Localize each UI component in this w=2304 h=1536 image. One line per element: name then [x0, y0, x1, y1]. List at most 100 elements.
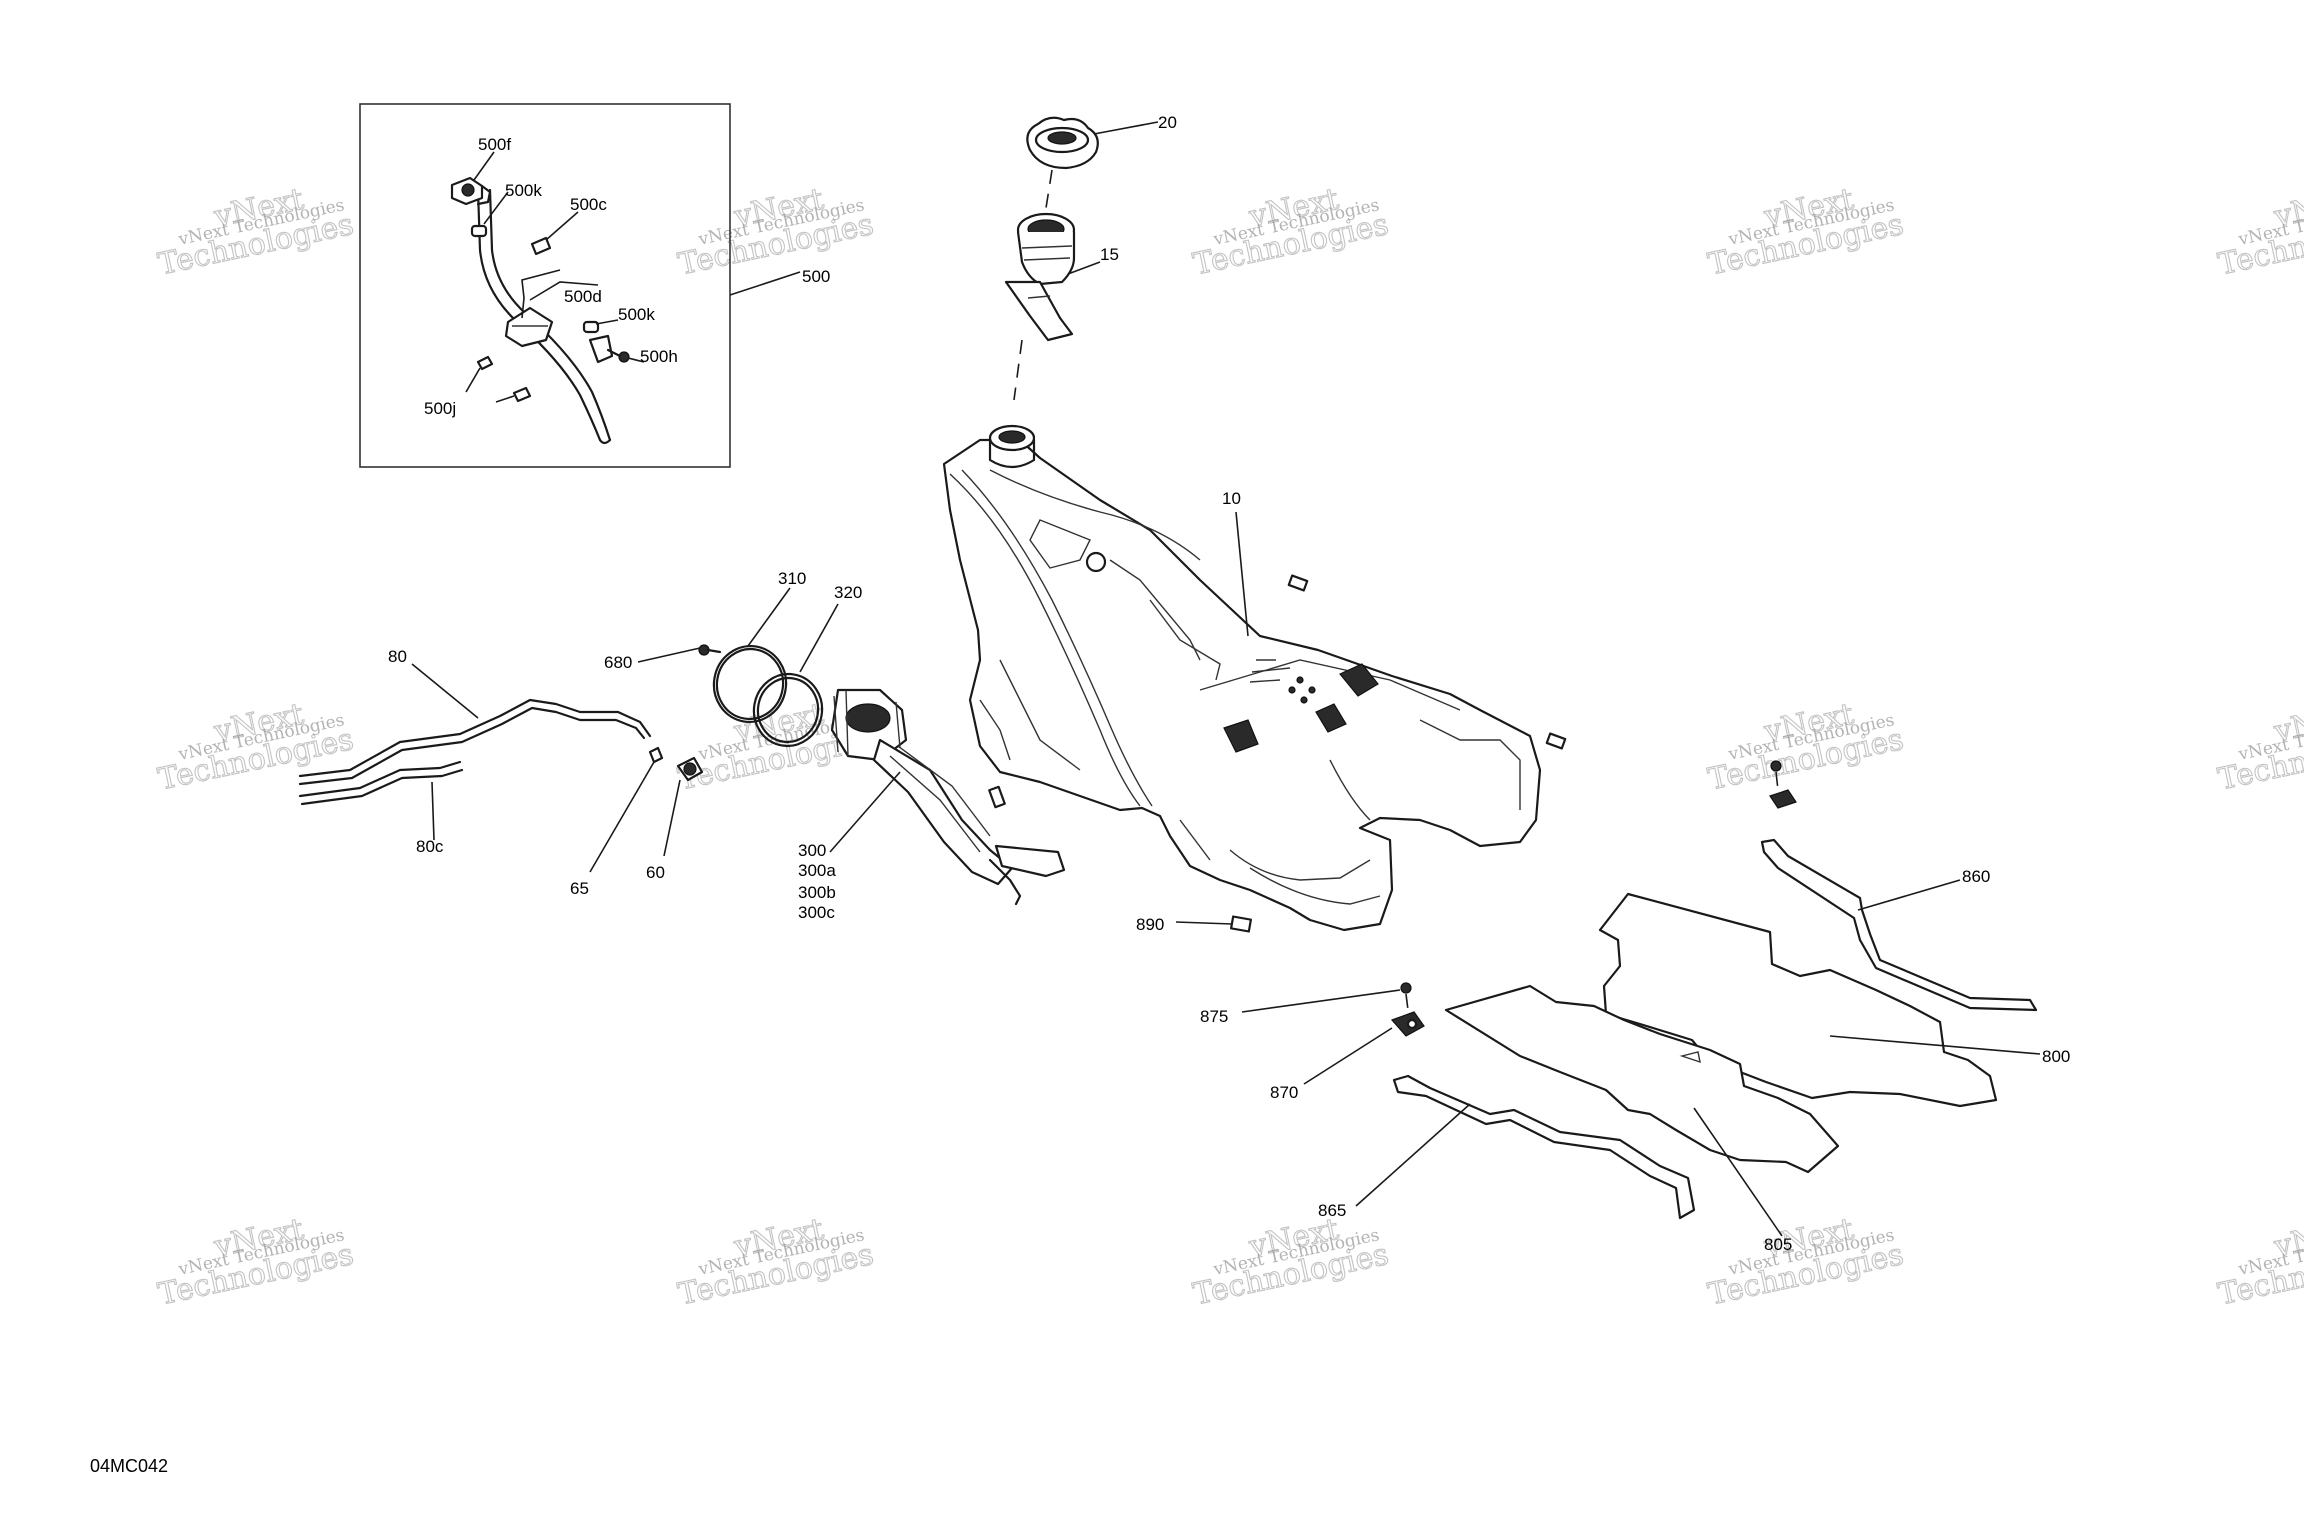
filler-neck-15: 15: [1004, 212, 1119, 342]
fuel-pump-float-arm: [988, 858, 1022, 906]
leader-10: [1235, 511, 1249, 637]
fuel-line-80c: 80c: [298, 760, 464, 856]
callout-320: 320: [834, 583, 862, 602]
clip-500j-lower: [512, 386, 532, 403]
leader-80: [411, 663, 479, 719]
callout-310: 310: [778, 569, 806, 588]
watermark: Technologies vNext vNext Technologies: [1190, 181, 1393, 283]
tank-valve: [1339, 663, 1379, 697]
tank-sender: [1223, 719, 1259, 753]
callout-865: 865: [1318, 1201, 1346, 1220]
leader-500j-a: [465, 367, 481, 393]
tank-grommet: [1085, 551, 1107, 573]
callout-500f: 500f: [478, 135, 511, 154]
callout-805: 805: [1764, 1235, 1792, 1254]
callout-500k: 500k: [618, 305, 655, 324]
strap-clip-right: [1769, 760, 1797, 809]
quick-connector-60: 60: [646, 756, 704, 882]
leader-860: [1857, 879, 1961, 911]
vent-hose-edge: [488, 188, 612, 442]
leader-800: [1829, 1035, 2041, 1055]
leader-500j-b: [495, 395, 515, 403]
callout-300: 300: [798, 841, 826, 860]
check-valve-500d: [504, 306, 554, 348]
vent-hose: [476, 188, 602, 442]
vent-hose-end: [598, 438, 612, 445]
callout-300b: 300b: [798, 883, 836, 902]
assembly-axis-20: [1045, 169, 1053, 209]
leader-500d: [521, 269, 561, 319]
heat-shield-805: 805: [1444, 984, 1840, 1254]
leader-65: [589, 761, 655, 873]
leader-890: [1175, 921, 1233, 925]
tank-valve: [1315, 703, 1347, 733]
leader-865: [1355, 1103, 1471, 1207]
callout-870: 870: [1270, 1083, 1298, 1102]
callout-500: 500: [802, 267, 830, 286]
leader-80c: [431, 781, 435, 841]
fuel-tank-10: 10: [942, 424, 1567, 932]
clamp-500k-lower: [582, 320, 600, 334]
watermark: Technologies vNext vNext Technologies: [1705, 696, 1908, 798]
clip-870: 870: [1270, 1011, 1425, 1102]
callout-500c: 500c: [570, 195, 607, 214]
watermark: Technologies vNext vNext Technologies: [675, 1211, 878, 1313]
fuel-cap-20: 20: [1026, 113, 1177, 170]
inset-hose-assembly: 500f 500k 500c 500d 500k 500h 500j 500: [359, 103, 830, 468]
callout-875: 875: [1200, 1007, 1228, 1026]
callout-60: 60: [646, 863, 665, 882]
watermark: Technologies vNext vNext Technologies: [2215, 181, 2304, 283]
callout-10: 10: [1222, 489, 1241, 508]
callout-80c: 80c: [416, 837, 444, 856]
leader-500f: [473, 151, 495, 181]
leader-60: [663, 779, 681, 857]
fuel-pump-filter: [994, 844, 1066, 878]
leader-500: [729, 271, 801, 296]
screw-680: 680: [604, 644, 722, 672]
callout-15: 15: [1100, 245, 1119, 264]
tank-pad: [1287, 574, 1309, 592]
inset-frame: [359, 103, 731, 468]
leader-500c: [545, 211, 579, 241]
tee-fitting-500h: [588, 334, 630, 364]
leader-310: [747, 587, 791, 647]
leader-300: [829, 771, 901, 853]
watermark: Technologies vNext vNext Technologies: [1705, 1211, 1908, 1313]
callout-680: 680: [604, 653, 632, 672]
strap-865: 865: [1318, 1074, 1696, 1220]
leader-500h: [627, 357, 645, 363]
callout-20: 20: [1158, 113, 1177, 132]
callout-860: 860: [1962, 867, 1990, 886]
diagram-reference-code: 04MC042: [90, 1456, 168, 1476]
callout-80: 80: [388, 647, 407, 666]
clamp-500k-top: [470, 224, 488, 238]
watermark: Technologies vNext vNext Technologies: [2215, 1211, 2304, 1313]
watermark: Technologies vNext vNext Technologies: [1190, 1211, 1393, 1313]
callout-65: 65: [570, 879, 589, 898]
assembly-axis-15: [1013, 339, 1023, 401]
leader-500d-b: [529, 281, 599, 301]
callout-890: 890: [1136, 915, 1164, 934]
fuel-line-80: 80: [298, 647, 652, 786]
callout-800: 800: [2042, 1047, 2070, 1066]
leader-15: [1067, 261, 1101, 275]
callout-500h: 500h: [640, 347, 678, 366]
leader-680: [637, 647, 701, 663]
leader-870: [1303, 1027, 1393, 1085]
clip-500c: [530, 236, 552, 256]
watermark: Technologies vNext vNext Technologies: [1705, 181, 1908, 283]
elbow-fitting-500f: [450, 176, 492, 206]
leader-20: [1093, 121, 1159, 135]
leader-875: [1241, 989, 1401, 1013]
assembly-axis-875: [1405, 993, 1409, 1011]
watermark: Technologies vNext vNext Technologies: [675, 181, 878, 283]
rubber-pad-890: 890: [1136, 915, 1253, 934]
leader-805: [1693, 1107, 1783, 1237]
leader-500k-top: [483, 191, 509, 225]
callout-500k: 500k: [505, 181, 542, 200]
assembly-axis-clip: [1775, 771, 1779, 791]
callout-500d: 500d: [564, 287, 602, 306]
tank-pad: [1545, 732, 1567, 750]
callout-300a: 300a: [798, 861, 836, 880]
